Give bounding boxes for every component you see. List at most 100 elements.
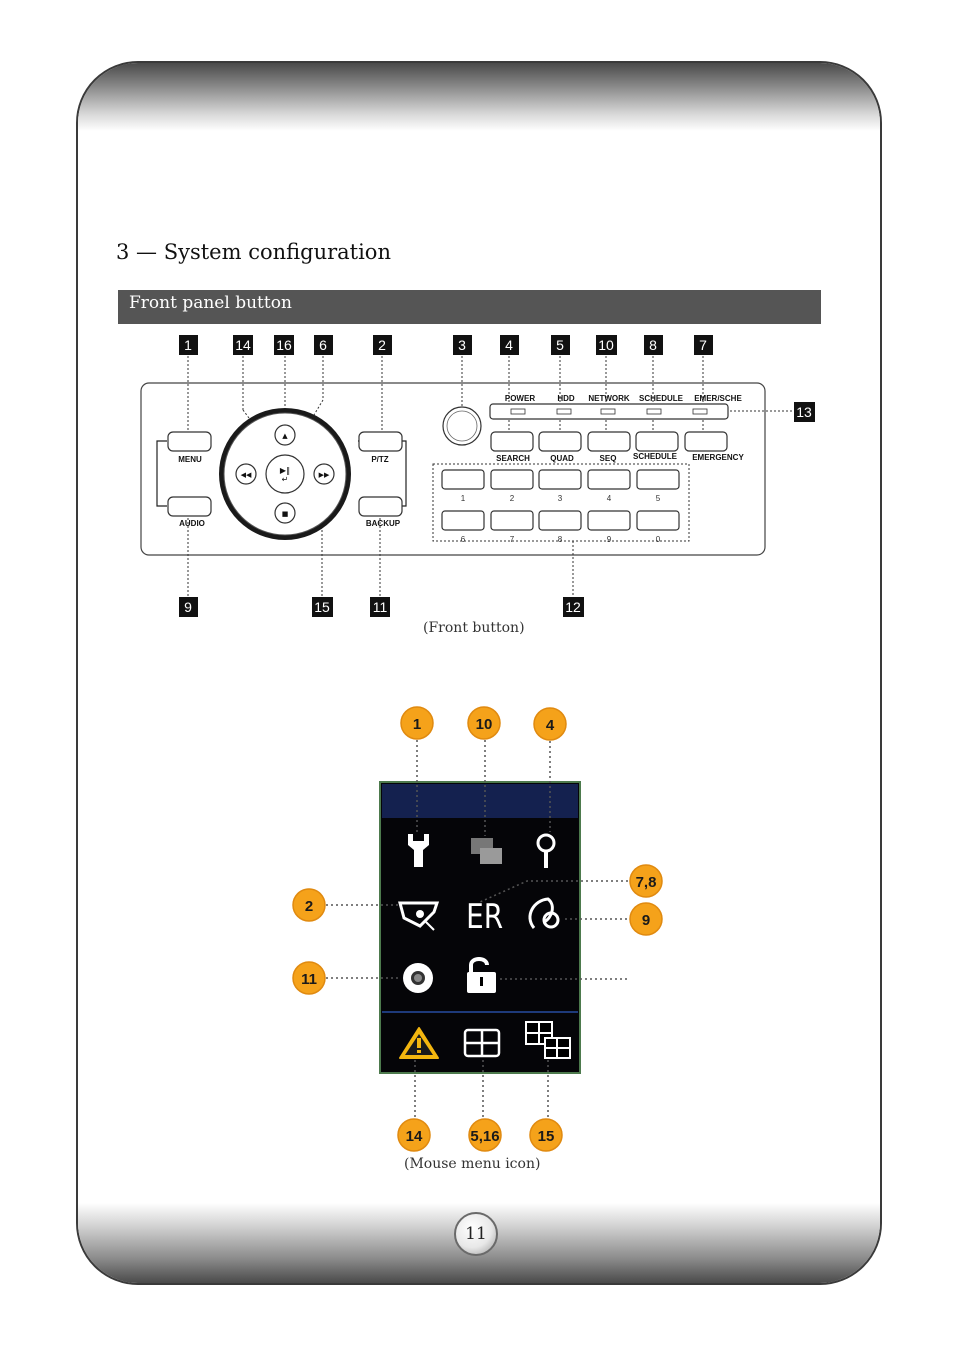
key-1[interactable] bbox=[441, 469, 485, 490]
callout-box bbox=[563, 597, 584, 617]
callout-box bbox=[233, 335, 253, 355]
network-led bbox=[600, 408, 616, 415]
section-bar: Front panel button bbox=[118, 290, 821, 324]
key-0[interactable] bbox=[636, 510, 680, 531]
badge-circle bbox=[292, 961, 326, 995]
badge-circle bbox=[400, 706, 434, 740]
wrench-icon[interactable] bbox=[408, 834, 429, 867]
quad-screen-icon[interactable] bbox=[463, 1028, 501, 1058]
callout-1: 1 bbox=[184, 337, 192, 353]
emersche-led-label: EMER/SCHE bbox=[694, 394, 742, 403]
unlock-icon[interactable] bbox=[467, 957, 496, 993]
callout-14: 14 bbox=[235, 337, 251, 353]
power-led bbox=[510, 408, 526, 415]
ptz-button[interactable] bbox=[358, 431, 403, 452]
rewind-button[interactable] bbox=[235, 463, 257, 485]
key-3[interactable] bbox=[538, 469, 582, 490]
emergency-button[interactable] bbox=[684, 431, 728, 452]
callout-box bbox=[314, 335, 333, 355]
multi-screen-icon[interactable] bbox=[471, 838, 502, 864]
key-label: 9 bbox=[607, 535, 612, 544]
ptz-camera-icon[interactable] bbox=[398, 901, 440, 931]
schedule-button[interactable] bbox=[635, 431, 679, 452]
audio-icon[interactable] bbox=[528, 897, 560, 929]
badge-search: 4 bbox=[546, 717, 555, 734]
callout-11: 11 bbox=[373, 599, 388, 615]
callout-box bbox=[179, 597, 198, 617]
key-label: 0 bbox=[656, 535, 661, 544]
badge-split: 15 bbox=[538, 1128, 555, 1145]
key-8[interactable] bbox=[538, 510, 582, 531]
audio-button[interactable] bbox=[167, 496, 212, 517]
backup-button[interactable] bbox=[358, 496, 403, 517]
callout-box bbox=[453, 335, 472, 355]
callout-box bbox=[794, 402, 815, 422]
callout-3: 3 bbox=[458, 337, 466, 353]
callout-box bbox=[500, 335, 519, 355]
callout-8: 8 bbox=[649, 337, 657, 353]
up-button[interactable] bbox=[274, 424, 296, 446]
badge-record: 11 bbox=[301, 971, 317, 988]
key-label: 3 bbox=[558, 494, 563, 503]
search-button[interactable] bbox=[490, 431, 534, 452]
page-frame bbox=[76, 61, 882, 1285]
badge-circle bbox=[533, 707, 567, 741]
badge-ptz: 2 bbox=[305, 898, 313, 915]
badge-circle bbox=[468, 1118, 502, 1152]
quad-button[interactable] bbox=[538, 431, 582, 452]
badge-circle bbox=[629, 864, 663, 898]
left-bracket bbox=[156, 440, 167, 507]
callout-6: 6 bbox=[319, 337, 327, 353]
callout-box bbox=[694, 335, 713, 355]
callout-box bbox=[274, 335, 294, 355]
alarm-warning-icon[interactable] bbox=[399, 1027, 439, 1059]
callout-16: 16 bbox=[276, 337, 292, 353]
record-icon[interactable] bbox=[403, 963, 433, 993]
callout-9: 9 bbox=[184, 599, 192, 615]
fast-forward-button[interactable] bbox=[313, 463, 335, 485]
key-7[interactable] bbox=[490, 510, 534, 531]
section-title: Front panel button bbox=[129, 293, 292, 313]
key-label: 7 bbox=[510, 535, 515, 544]
key-label: 8 bbox=[558, 535, 563, 544]
power-led-label: POWER bbox=[505, 394, 535, 403]
schedule-led-label: SCHEDULE bbox=[639, 394, 684, 403]
key-4[interactable] bbox=[587, 469, 631, 490]
audio-label: AUDIO bbox=[179, 519, 205, 528]
menu-label: MENU bbox=[178, 455, 202, 464]
badge-alarm: 14 bbox=[406, 1128, 423, 1145]
seq-button[interactable] bbox=[587, 431, 631, 452]
rewind-icon: ◀◀ bbox=[241, 471, 252, 479]
key-5[interactable] bbox=[636, 469, 680, 490]
badge-circle bbox=[397, 1118, 431, 1152]
split-screen-icon[interactable] bbox=[525, 1021, 571, 1059]
ptz-label: P/TZ bbox=[371, 455, 388, 464]
key-9[interactable] bbox=[587, 510, 631, 531]
menu-button[interactable] bbox=[167, 431, 212, 452]
header-band bbox=[78, 63, 880, 131]
key-label: 1 bbox=[461, 494, 466, 503]
badge-circle bbox=[529, 1118, 563, 1152]
badge-quad: 5,16 bbox=[470, 1128, 499, 1145]
schedule-led bbox=[646, 408, 662, 415]
callout-12: 12 bbox=[565, 599, 581, 615]
search-key-icon[interactable] bbox=[536, 833, 556, 868]
stop-icon: ■ bbox=[282, 510, 289, 518]
callout-13: 13 bbox=[796, 404, 812, 420]
callout-2: 2 bbox=[378, 337, 386, 353]
page-number: 11 bbox=[454, 1212, 498, 1256]
emersche-led bbox=[692, 408, 708, 415]
callout-box bbox=[551, 335, 570, 355]
stop-button[interactable] bbox=[274, 502, 296, 524]
backup-label: BACKUP bbox=[366, 519, 401, 528]
play-enter-button[interactable] bbox=[265, 454, 305, 494]
up-arrow-icon: ▲ bbox=[282, 432, 288, 440]
badge-connectors bbox=[326, 740, 628, 1120]
emergency-label: EMERGENCY bbox=[692, 453, 744, 462]
er-icon[interactable]: ER bbox=[466, 897, 503, 936]
key-6[interactable] bbox=[441, 510, 485, 531]
callout-box bbox=[179, 335, 198, 355]
key-2[interactable] bbox=[490, 469, 534, 490]
badge-multi: 10 bbox=[476, 716, 493, 733]
